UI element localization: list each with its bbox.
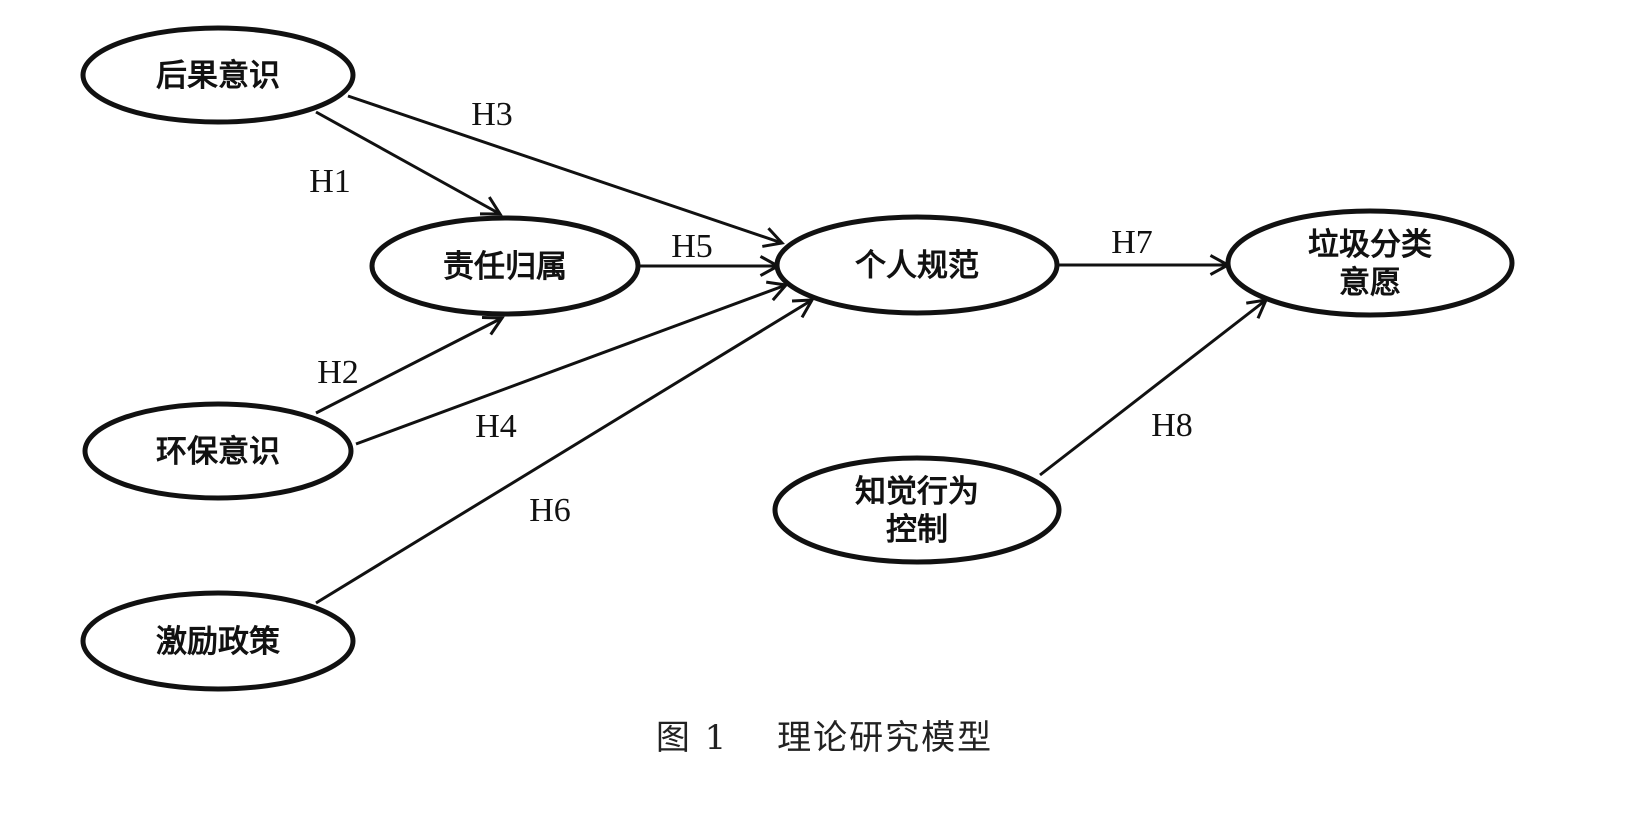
node-ellipse-intention xyxy=(1225,208,1515,318)
node-label-pbc: 控制 xyxy=(886,512,948,548)
edge-label-h1: H1 xyxy=(309,163,351,200)
node-label-env-awareness: 环保意识 xyxy=(156,434,280,470)
edge-line-h3 xyxy=(347,94,783,245)
edge-label-h7: H7 xyxy=(1111,224,1153,261)
arrowhead-h3 xyxy=(762,227,785,248)
node-consequence: 后果意识 xyxy=(80,25,356,125)
figure-caption: 图 1 理论研究模型 xyxy=(655,718,994,758)
edge-label-h8: H8 xyxy=(1151,407,1193,444)
node-label-responsibility: 责任归属 xyxy=(443,249,567,285)
edge-h1 xyxy=(315,110,503,216)
node-label-intention: 意愿 xyxy=(1339,265,1401,301)
edge-line-h8 xyxy=(1039,298,1267,477)
node-ellipse-personal-norm xyxy=(774,214,1060,316)
arrowhead-h1 xyxy=(479,196,503,216)
edges-layer xyxy=(315,94,1269,605)
node-ellipse-consequence xyxy=(80,25,356,125)
edge-h3 xyxy=(347,94,785,248)
node-ellipse-incentive xyxy=(80,590,356,692)
edge-label-h6: H6 xyxy=(529,492,571,529)
edge-h8 xyxy=(1039,298,1269,477)
edge-h2 xyxy=(315,315,505,415)
edge-line-h2 xyxy=(315,316,503,415)
node-ellipse-responsibility xyxy=(369,215,641,317)
arrowhead-h6 xyxy=(791,298,815,319)
node-label-incentive: 激励政策 xyxy=(156,624,280,660)
edge-label-h5: H5 xyxy=(671,228,713,265)
node-personal-norm: 个人规范 xyxy=(774,214,1060,316)
edge-label-h4: H4 xyxy=(475,408,517,445)
node-label-personal-norm: 个人规范 xyxy=(855,248,979,284)
node-ellipse-env-awareness xyxy=(82,401,354,501)
node-label-consequence: 后果意识 xyxy=(156,58,280,94)
arrowhead-h2 xyxy=(481,315,505,336)
edge-line-h1 xyxy=(315,110,501,216)
edge-label-h3: H3 xyxy=(471,96,513,133)
node-incentive: 激励政策 xyxy=(80,590,356,692)
node-env-awareness: 环保意识 xyxy=(82,401,354,501)
node-ellipse-pbc xyxy=(772,455,1062,565)
node-responsibility: 责任归属 xyxy=(369,215,641,317)
node-label-intention: 垃圾分类 xyxy=(1308,227,1432,263)
edge-line-h6 xyxy=(315,298,813,605)
edge-h6 xyxy=(315,298,815,605)
node-label-pbc: 知觉行为 xyxy=(855,474,979,510)
edge-label-h2: H2 xyxy=(317,354,359,391)
edge-line-h4 xyxy=(355,283,787,446)
